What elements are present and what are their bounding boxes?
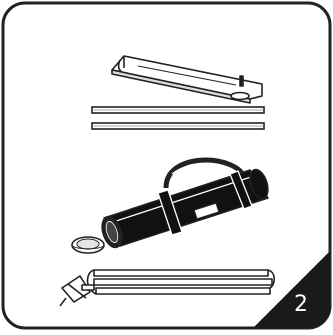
step-number: 2 — [286, 292, 316, 318]
round-cap-illustration — [72, 237, 104, 253]
